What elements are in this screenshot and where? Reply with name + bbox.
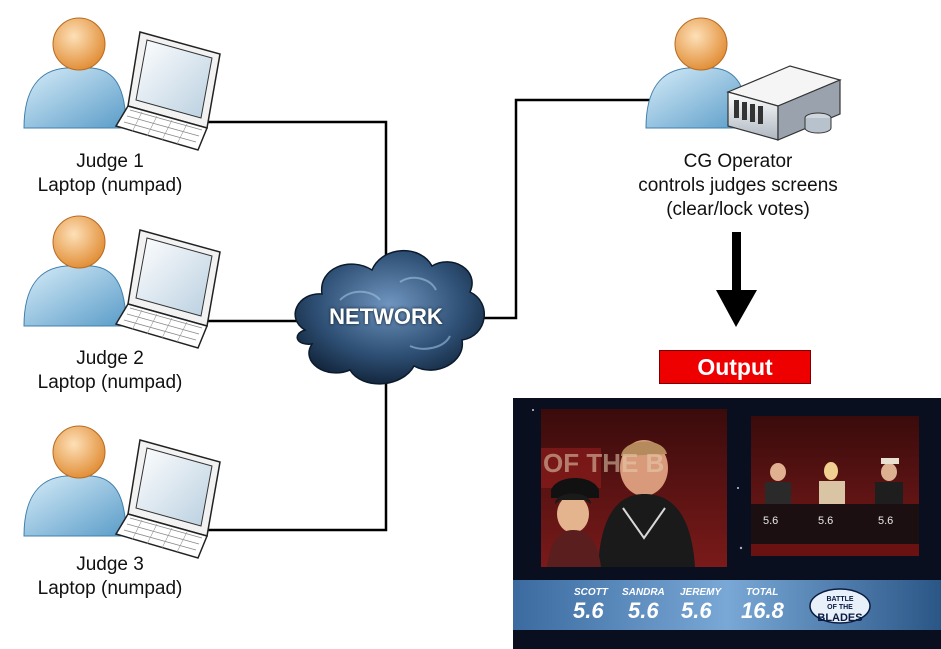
judge-3-icon bbox=[23, 425, 221, 559]
down-arrow-icon bbox=[716, 232, 757, 327]
show-logo-line2: OF THE bbox=[827, 604, 853, 611]
broadcast-output-art: OF THE B bbox=[513, 398, 941, 649]
network-label: NETWORK bbox=[329, 304, 443, 329]
scoreboard-name-1: SCOTT bbox=[574, 587, 608, 598]
cg-operator-desc: controls judges screens bbox=[638, 175, 838, 196]
scoreboard-name-total: TOTAL bbox=[746, 587, 779, 598]
show-logo-line3: BLADES bbox=[817, 612, 863, 624]
scoreboard-score-2: 5.6 bbox=[628, 598, 659, 623]
judge-2-icon bbox=[23, 215, 221, 349]
panel-score-1: 5.6 bbox=[763, 515, 779, 527]
scoreboard-name-3: JEREMY bbox=[680, 587, 722, 598]
judge-3-device: Laptop (numpad) bbox=[37, 578, 183, 599]
broadcast-output-frame: OF THE B bbox=[513, 398, 941, 649]
cg-operator-note: (clear/lock votes) bbox=[666, 199, 810, 220]
scoreboard-score-total: 16.8 bbox=[741, 598, 784, 623]
cg-operator-label: CG Operator controls judges screens (cle… bbox=[608, 150, 868, 222]
judge-2-label: Judge 2 Laptop (numpad) bbox=[0, 347, 220, 395]
show-logo-text: BATTLE OF THE BLADES bbox=[812, 596, 868, 624]
cg-operator-title: CG Operator bbox=[683, 151, 793, 172]
panel-score-3: 5.6 bbox=[878, 515, 894, 527]
scoreboard-score-1: 5.6 bbox=[573, 598, 604, 623]
scoreboard-name-2: SANDRA bbox=[622, 587, 665, 598]
scoreboard-score-3: 5.6 bbox=[681, 598, 712, 623]
judges-camera-panel bbox=[751, 416, 919, 556]
output-badge: Output bbox=[659, 350, 811, 384]
link-judge-3 bbox=[186, 376, 388, 532]
panel-score-2: 5.6 bbox=[818, 515, 834, 527]
judge-1-icon bbox=[23, 17, 221, 151]
judge-1-label: Judge 1 Laptop (numpad) bbox=[0, 150, 220, 198]
link-judge-1 bbox=[186, 120, 388, 262]
link-operator bbox=[470, 98, 650, 320]
judge-1-name: Judge 1 bbox=[76, 151, 144, 172]
judge-3-label: Judge 3 Laptop (numpad) bbox=[0, 553, 220, 601]
main-camera-panel: OF THE B bbox=[541, 409, 727, 567]
show-logo-line1: BATTLE bbox=[826, 596, 854, 603]
server-icon bbox=[726, 65, 842, 141]
scoreboard-bar bbox=[513, 580, 941, 630]
judge-2-device: Laptop (numpad) bbox=[37, 372, 183, 393]
show-logo-icon bbox=[809, 588, 871, 624]
judge-2-name: Judge 2 bbox=[76, 348, 144, 369]
judge-3-name: Judge 3 bbox=[76, 554, 144, 575]
judge-1-device: Laptop (numpad) bbox=[37, 175, 183, 196]
backdrop-text: OF THE B bbox=[543, 448, 664, 478]
network-cloud-icon bbox=[294, 250, 485, 385]
